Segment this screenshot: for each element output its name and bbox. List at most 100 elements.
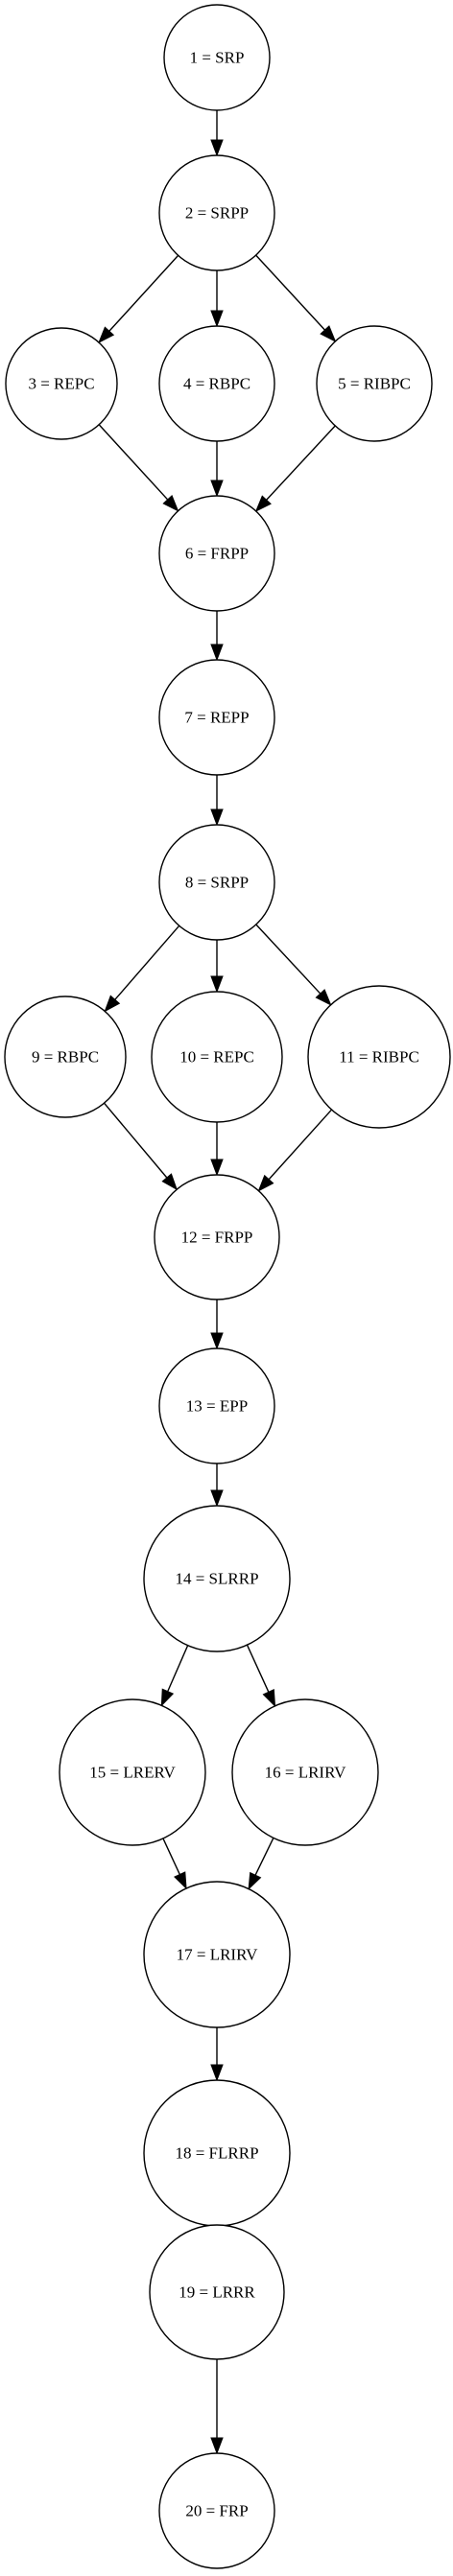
node-label: 18 = FLRRP: [175, 2144, 258, 2163]
edges-layer: [98, 110, 337, 2455]
node-label: 16 = LRIRV: [265, 1764, 346, 1782]
edge-line: [98, 424, 169, 501]
node-6: 6 = FRPP: [158, 495, 275, 612]
nodes-layer: 1 = SRP 2 = SRPP 3 = REPC 4 = RBPC 5 = RIBPC…: [4, 4, 451, 2569]
edge-14-16: [246, 1644, 276, 1708]
node-label: 15 = LRERV: [89, 1764, 176, 1782]
edge-line: [255, 254, 326, 331]
arrowhead: [210, 2064, 224, 2082]
node-7: 7 = REPP: [158, 659, 275, 776]
edge-9-12: [103, 1102, 179, 1191]
node-18: 18 = FLRRP: [143, 2079, 291, 2227]
node-label: 4 = RBPC: [183, 375, 250, 393]
node-label: 9 = RBPC: [32, 1048, 99, 1066]
arrowhead: [98, 326, 115, 344]
edge-3-6: [98, 424, 179, 512]
node-label: 11 = RIBPC: [339, 1048, 419, 1066]
arrowhead: [210, 1159, 224, 1177]
arrowhead: [257, 1174, 274, 1192]
edge-16-17: [248, 1838, 274, 1890]
edge-line: [167, 1645, 189, 1692]
arrowhead: [160, 1688, 175, 1707]
node-circle: [158, 325, 275, 442]
node-label: 3 = REPC: [28, 375, 94, 393]
arrowhead: [104, 995, 121, 1013]
node-1: 1 = SRP: [163, 4, 271, 111]
edge-8-9: [104, 925, 180, 1013]
edge-line: [268, 1109, 333, 1181]
arrowhead: [210, 644, 224, 662]
arrowhead: [262, 1689, 276, 1708]
node-circle: [149, 2224, 285, 2360]
node-5: 5 = RIBPC: [316, 325, 433, 442]
arrowhead: [210, 139, 224, 157]
edge-line: [254, 1838, 274, 1876]
node-label: 5 = RIBPC: [338, 375, 411, 393]
node-14: 14 = SLRRP: [143, 1505, 291, 1652]
node-label: 8 = SRPP: [185, 874, 249, 892]
node-circle: [151, 991, 283, 1123]
node-circle: [158, 495, 275, 612]
node-circle: [5, 327, 118, 440]
node-circle: [316, 325, 433, 442]
edge-7-8: [210, 775, 224, 827]
node-16: 16 = LRIRV: [231, 1698, 379, 1846]
node-9: 9 = RBPC: [4, 995, 127, 1118]
node-circle: [158, 154, 275, 271]
arrowhead: [210, 1489, 224, 1508]
node-19: 19 = LRRR: [149, 2224, 285, 2360]
node-label: 19 = LRRR: [179, 2283, 255, 2302]
arrowhead: [320, 325, 337, 342]
node-label: 2 = SRPP: [185, 204, 249, 222]
edge-2-5: [255, 254, 337, 342]
node-label: 12 = FRPP: [181, 1229, 253, 1247]
edge-line: [108, 254, 179, 332]
edge-line: [162, 1838, 180, 1875]
node-circle: [143, 1881, 291, 2028]
edge-2-3: [98, 254, 179, 344]
edge-19-20: [210, 2359, 224, 2455]
node-circle: [163, 4, 271, 111]
node-circle: [158, 1347, 275, 1464]
node-label: 6 = FRPP: [185, 545, 249, 563]
edge-17-18: [210, 2027, 224, 2082]
node-circle: [307, 985, 451, 1129]
node-label: 7 = REPP: [184, 709, 249, 727]
node-circle: [158, 2452, 275, 2569]
edge-line: [103, 1102, 168, 1179]
edge-13-14: [210, 1464, 224, 1508]
node-circle: [143, 1505, 291, 1652]
node-circle: [158, 659, 275, 776]
edge-line: [246, 1644, 270, 1693]
node-label: 1 = SRP: [190, 49, 245, 67]
arrowhead: [210, 480, 224, 498]
edge-11-12: [257, 1109, 333, 1192]
node-2: 2 = SRPP: [158, 154, 275, 271]
edge-10-12: [210, 1122, 224, 1177]
arrowhead: [210, 310, 224, 328]
edge-2-4: [210, 270, 224, 328]
node-20: 20 = FRP: [158, 2452, 275, 2569]
node-11: 11 = RIBPC: [307, 985, 451, 1129]
edge-4-6: [210, 441, 224, 498]
node-circle: [4, 995, 127, 1118]
node-label: 10 = REPC: [179, 1048, 254, 1066]
arrowhead: [174, 1871, 187, 1890]
edge-6-7: [210, 611, 224, 662]
node-circle: [154, 1174, 280, 1300]
node-label: 17 = LRIRV: [177, 1946, 258, 1964]
node-10: 10 = REPC: [151, 991, 283, 1123]
edge-line: [255, 924, 322, 995]
arrowhead: [315, 989, 332, 1006]
node-4: 4 = RBPC: [158, 325, 275, 442]
node-15: 15 = LRERV: [59, 1698, 206, 1846]
arrowhead: [210, 808, 224, 827]
edge-8-10: [210, 940, 224, 994]
edge-line: [266, 425, 336, 501]
arrowhead: [162, 495, 179, 512]
node-circle: [231, 1698, 379, 1846]
node-12: 12 = FRPP: [154, 1174, 280, 1300]
edge-15-17: [162, 1838, 187, 1890]
node-label: 20 = FRP: [185, 2502, 248, 2520]
